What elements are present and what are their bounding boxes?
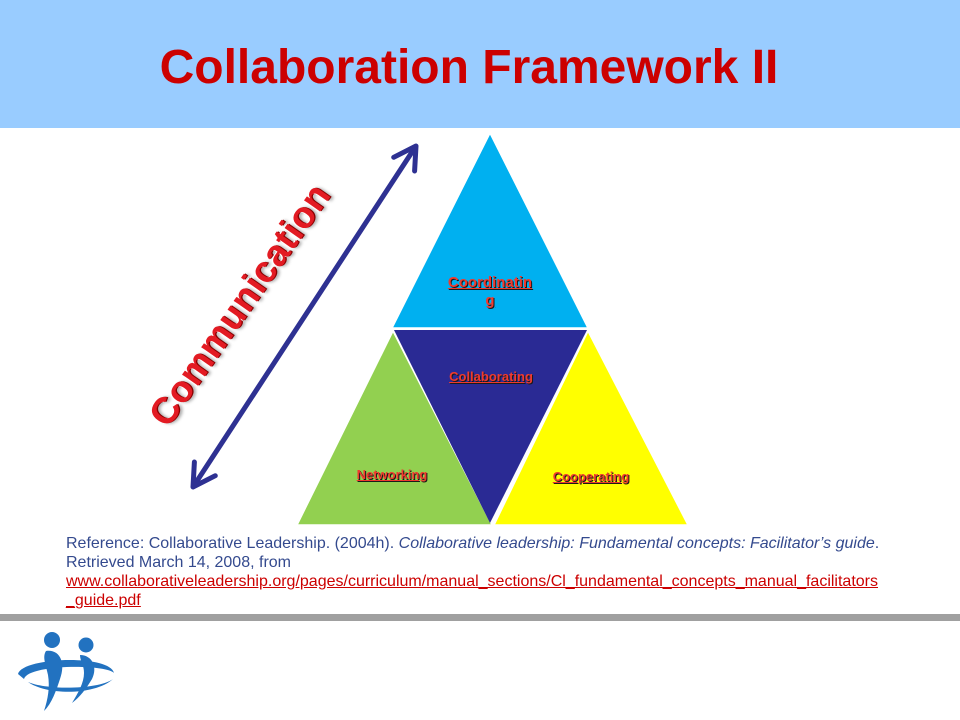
arrow-shaft [192,146,417,487]
reference-line-1: Reference: Collaborative Leadership. (20… [66,534,946,553]
slide-title: Collaboration Framework II [159,41,779,94]
collaborating-triangle [394,330,587,523]
coordinating-triangle [390,131,590,329]
double-headed-arrow [190,143,419,490]
coordinating-label: Coordinatin g [420,274,560,310]
globe-swoosh-top-icon [18,659,114,679]
right-person-head-icon [78,637,94,653]
arrow-head-top-icon [391,143,419,174]
reference-link[interactable]: www.collaborativeleadership.org/pages/cu… [66,572,946,610]
left-person-head-icon [44,632,60,648]
coordinating-label-line-2: g [485,292,495,309]
people-globe-logo-icon [18,632,114,711]
left-person-body-icon [44,650,63,711]
right-person-body-icon [72,655,95,703]
reference-citation: Reference: Collaborative Leadership. (20… [66,534,946,610]
reference-link-line-1[interactable]: www.collaborativeleadership.org/pages/cu… [66,573,878,590]
organization-logo-icon [18,632,114,711]
cooperating-triangle [492,329,690,526]
networking-triangle [295,329,494,526]
coordinating-label-line-1: Coordinatin [447,274,533,291]
reference-work-title: Collaborative leadership: Fundamental co… [398,535,875,552]
footer-divider [0,614,960,621]
arrow-head-bottom-icon [190,459,218,490]
reference-link-line-2[interactable]: _guide.pdf [66,592,141,609]
reference-lead: Reference: Collaborative Leadership. (20… [66,535,399,552]
reference-title-end: . [874,535,880,552]
title-banner: Collaboration Framework II [0,0,960,128]
networking-label: Networking [356,467,428,482]
collaborating-label: Collaborating [449,369,533,384]
cooperating-label: Cooperating [552,469,630,484]
reference-retrieved: Retrieved March 14, 2008, from [66,554,291,571]
globe-swoosh-bottom-icon [28,679,113,692]
